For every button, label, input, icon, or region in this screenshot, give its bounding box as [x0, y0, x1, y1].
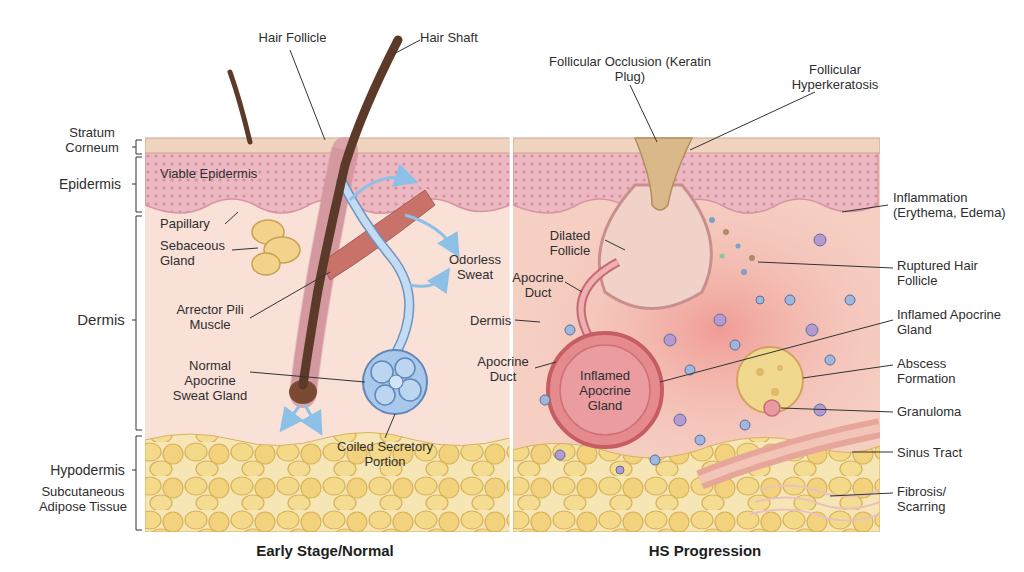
- part-label: Abscess Formation: [897, 356, 997, 386]
- part-label: Apocrine Duct: [505, 270, 571, 300]
- layer-label: Epidermis: [45, 176, 135, 192]
- part-label: Inflamed Apocrine Gland: [897, 307, 1017, 337]
- part-label: Sebaceous Gland: [160, 238, 232, 268]
- part-label: Apocrine Duct: [470, 354, 536, 384]
- part-label: Sinus Tract: [897, 445, 1007, 460]
- part-label: Ruptured Hair Follicle: [897, 258, 1007, 288]
- part-label: Coiled Secretory Portion: [325, 439, 445, 469]
- part-label: Follicular Hyperkeratosis: [770, 62, 900, 92]
- part-label: Fibrosis/ Scarring: [897, 484, 972, 514]
- part-label: Granuloma: [897, 404, 1007, 419]
- part-label: Inflamed Apocrine Gland: [567, 368, 643, 413]
- part-label: Odorless Sweat: [440, 252, 510, 282]
- layer-label: Subcutaneous Adipose Tissue: [28, 484, 138, 514]
- panel-caption: HS Progression: [540, 542, 870, 559]
- part-label: Dermis: [470, 313, 520, 328]
- part-label: Inflammation (Erythema, Edema): [893, 190, 1023, 220]
- part-label: Hair Shaft: [420, 30, 510, 45]
- part-label: Dilated Follicle: [530, 228, 610, 258]
- part-label: Follicular Occlusion (Keratin Plug): [545, 54, 715, 84]
- layer-label: Stratum Corneum: [52, 125, 132, 155]
- layer-label: Dermis: [70, 311, 132, 328]
- part-label: Arrector Pili Muscle: [170, 302, 250, 332]
- part-label: Normal Apocrine Sweat Gland: [170, 358, 250, 403]
- part-label: Papillary: [160, 216, 240, 231]
- part-label: Hair Follicle: [245, 30, 340, 45]
- layer-label: Hypodermis: [40, 462, 135, 478]
- part-label: Viable Epidermis: [160, 166, 280, 181]
- panel-caption: Early Stage/Normal: [160, 542, 490, 559]
